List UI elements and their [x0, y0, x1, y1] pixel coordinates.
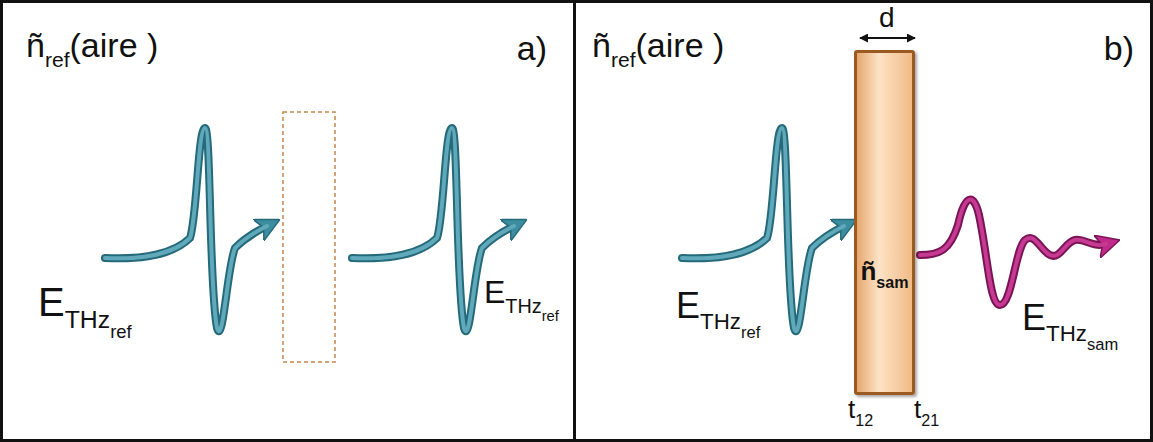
pulse-core [920, 200, 1106, 305]
transmission-coefficient: t12 [848, 396, 873, 422]
pulse-outline [920, 200, 1106, 305]
label-text: THz [700, 309, 741, 334]
pulse-outline [682, 128, 844, 331]
node-text: ñsam [857, 258, 912, 284]
label-text: THz [1046, 321, 1087, 346]
pulse-core [105, 128, 267, 331]
field-label: ETHzref [38, 282, 132, 322]
node-label: a) [517, 29, 547, 67]
field-label: ETHzref [484, 276, 559, 308]
medium-index: ñref(aire ) [26, 28, 158, 62]
label-text: (aire ) [70, 26, 159, 64]
label-text: sam [1087, 335, 1118, 354]
node-text: a) [517, 31, 547, 65]
label-text: E [484, 274, 505, 310]
label-text: THz [65, 306, 110, 333]
thickness-label: d [879, 4, 895, 32]
label-text: E [38, 280, 65, 324]
label-text: E [1022, 297, 1046, 338]
medium-index: ñref(aire ) [592, 28, 724, 62]
empty-holder [283, 112, 335, 362]
label-text: ñ [592, 26, 611, 64]
label-text: t [914, 394, 921, 424]
label-text: (aire ) [636, 26, 725, 64]
label-text: E [676, 285, 700, 326]
pulse-core [682, 128, 844, 331]
sample-slab: ñsam [854, 50, 915, 395]
label-text: ref [542, 308, 559, 324]
thickness-arrow [860, 37, 915, 39]
node-text: b) [1104, 31, 1134, 65]
label-text: 12 [855, 411, 873, 429]
panel: a) [0, 0, 576, 442]
label-text: ref [45, 48, 70, 71]
pulse-outline [105, 128, 267, 331]
thz-pulse [105, 128, 267, 331]
label-text: ref [110, 321, 131, 342]
thz-pulse [682, 128, 844, 331]
field-label: ETHzref [676, 288, 760, 324]
label-text: THz [505, 295, 541, 317]
node-label: sam [876, 273, 908, 291]
label-text: 21 [921, 411, 939, 429]
thz-pulse [352, 128, 514, 331]
label-text: ref [611, 48, 636, 71]
pulse-outline [352, 128, 514, 331]
node-label: b) [1104, 29, 1134, 67]
pulse-core [352, 128, 514, 331]
thz-pulse [920, 200, 1106, 305]
node-label: ñ [860, 256, 876, 286]
field-label: ETHzsam [1022, 300, 1118, 336]
panel: b)ñsam [576, 0, 1153, 442]
label-text: d [879, 2, 895, 33]
label-text: t [848, 394, 855, 424]
label-text: ñ [26, 26, 45, 64]
label-text: ref [741, 323, 760, 342]
transmission-coefficient: t21 [914, 396, 939, 422]
